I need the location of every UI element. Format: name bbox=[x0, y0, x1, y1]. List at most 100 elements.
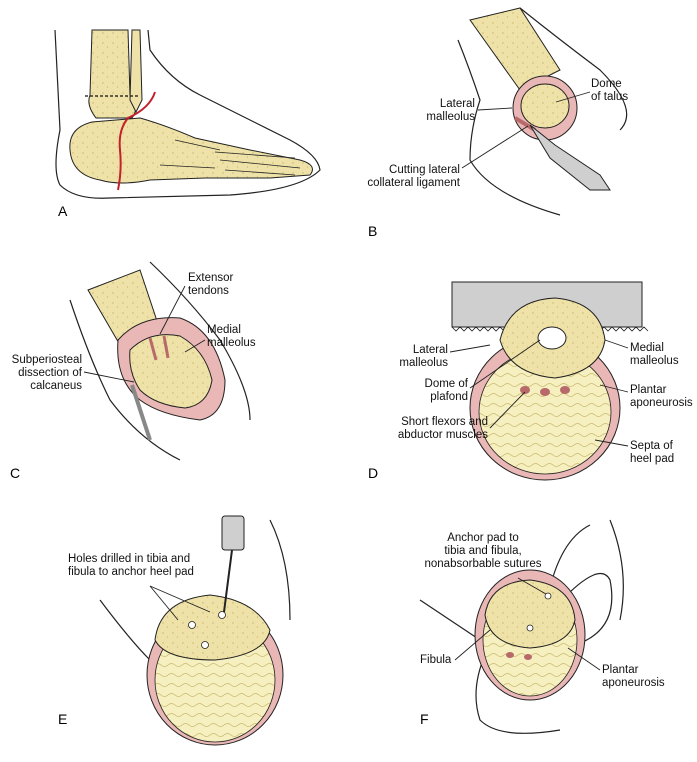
b-dome-line2: of talus bbox=[591, 91, 629, 103]
e-holes-line1: Holes drilled in tibia and bbox=[68, 553, 191, 565]
panel-d-leader-medial bbox=[604, 339, 629, 349]
d-medial-line1: Medial bbox=[630, 342, 664, 354]
panel-a-skin-outline bbox=[54, 29, 321, 199]
panel-c: C bbox=[10, 261, 251, 481]
panel-e: E bbox=[58, 515, 291, 746]
f-fibula-line1: Fibula bbox=[420, 654, 452, 666]
d-plantar-line1: Plantar bbox=[630, 384, 667, 396]
panel-c-leader-subperiosteal bbox=[83, 371, 135, 383]
panel-d-letter: D bbox=[368, 465, 378, 481]
panel-b-scalpel bbox=[529, 124, 611, 191]
d-label-short-flexors: Short flexors and abductor muscles bbox=[376, 416, 488, 442]
panel-f-leader-anchor bbox=[517, 577, 547, 595]
panel-d-leader-plantar bbox=[599, 384, 629, 393]
panel-e-drill-bit bbox=[223, 549, 233, 613]
panel-b-tibia bbox=[469, 7, 561, 91]
b-label-lateral-malleolus: Lateral malleolus bbox=[405, 98, 475, 124]
panel-c-tendons bbox=[148, 335, 170, 361]
d-label-lateral-malleolus: Lateral malleolus bbox=[388, 344, 448, 370]
f-label-anchor: Anchor pad to tibia and fibula, nonabsor… bbox=[418, 532, 548, 571]
panel-f-tibia-cut bbox=[484, 579, 576, 649]
panel-b-talus bbox=[520, 83, 570, 129]
panel-a-letter: A bbox=[58, 203, 68, 219]
f-label-plantar: Plantar aponeurosis bbox=[602, 664, 665, 690]
b-label-cutting-ligament: Cutting lateral collateral ligament bbox=[348, 164, 460, 190]
d-medial-line2: malleolus bbox=[630, 355, 679, 367]
panel-f-hole-2 bbox=[526, 624, 534, 632]
c-medial-line2: malleolus bbox=[207, 337, 256, 349]
panel-f-leader-fibula bbox=[454, 629, 491, 661]
d-septa-line1: Septa of bbox=[630, 440, 673, 452]
b-lateral-line1: Lateral bbox=[439, 98, 475, 110]
panel-b-letter: B bbox=[368, 223, 377, 239]
f-anchor-line1: Anchor pad to bbox=[447, 532, 519, 544]
panel-d-leader-septa bbox=[594, 439, 629, 447]
d-lateral-line1: Lateral bbox=[412, 344, 448, 356]
panel-c-leader-medial bbox=[184, 339, 206, 353]
panel-e-drill-chuck bbox=[221, 515, 245, 551]
panel-d-leader-lateral bbox=[449, 344, 491, 353]
panel-f-hole-1 bbox=[544, 592, 552, 600]
panel-d-muscle-2 bbox=[540, 388, 550, 396]
panel-a-fibula bbox=[129, 29, 143, 114]
panel-e-tibia-cut bbox=[154, 594, 271, 661]
panel-a: A bbox=[54, 29, 321, 219]
d-label-plantar-aponeurosis: Plantar aponeurosis bbox=[630, 384, 693, 410]
panel-a-incision bbox=[117, 91, 156, 191]
panel-a-tibia bbox=[88, 29, 136, 119]
c-sub-line1: Subperiosteal bbox=[11, 354, 82, 366]
panel-c-elevator bbox=[130, 384, 152, 441]
b-cutting-line1: Cutting lateral bbox=[389, 164, 460, 176]
panel-f-letter: F bbox=[420, 711, 429, 727]
e-holes-line2: fibula to anchor heel pad bbox=[68, 566, 194, 578]
d-plantar-line2: aponeurosis bbox=[630, 397, 693, 409]
c-sub-line3: calcaneus bbox=[30, 380, 82, 392]
panel-f-muscle-2 bbox=[524, 654, 532, 660]
panel-d-medullary bbox=[537, 326, 567, 350]
panel-e-hole-2 bbox=[218, 611, 226, 619]
panel-e-letter: E bbox=[58, 711, 67, 727]
d-label-dome-of-plafond: Dome of plafond bbox=[410, 378, 468, 404]
panel-d: D bbox=[368, 281, 649, 481]
panel-e-hole-1 bbox=[188, 621, 196, 629]
panel-f: F bbox=[419, 519, 624, 734]
panel-d-muscle-3 bbox=[560, 386, 570, 394]
panel-d-muscle-1 bbox=[520, 386, 530, 394]
f-plantar-line2: aponeurosis bbox=[602, 677, 665, 689]
c-extensor-line1: Extensor bbox=[188, 272, 234, 284]
panel-d-leader-flexors bbox=[489, 391, 526, 429]
d-flexors-line2: abductor muscles bbox=[397, 429, 488, 441]
b-label-dome-of-talus: Dome of talus bbox=[591, 78, 628, 104]
c-sub-line2: dissection of bbox=[18, 367, 82, 379]
panel-a-foot-bones bbox=[69, 117, 313, 184]
panel-b-leader-lateral bbox=[477, 107, 513, 111]
panel-e-leader-2 bbox=[149, 585, 211, 613]
c-label-extensor-tendons: Extensor tendons bbox=[188, 272, 233, 298]
b-dome-line1: Dome bbox=[591, 78, 622, 90]
f-plantar-line1: Plantar bbox=[602, 664, 639, 676]
panel-c-letter: C bbox=[10, 465, 20, 481]
d-flexors-line1: Short flexors and bbox=[401, 416, 488, 428]
panel-f-outline bbox=[419, 519, 624, 641]
b-lateral-line2: malleolus bbox=[426, 111, 475, 123]
panel-c-leg-outline bbox=[69, 261, 251, 461]
panel-c-leader-extensor bbox=[159, 285, 186, 335]
c-label-subperiosteal: Subperiosteal dissection of calcaneus bbox=[2, 354, 82, 393]
d-dome-line1: Dome of bbox=[424, 378, 468, 390]
e-label-holes: Holes drilled in tibia and fibula to anc… bbox=[68, 553, 194, 579]
panel-e-hole-3 bbox=[201, 641, 209, 649]
panel-e-outline bbox=[99, 519, 291, 661]
panel-b: B bbox=[368, 7, 628, 239]
panel-d-leader-dome bbox=[469, 339, 541, 389]
panel-b-leader-dome bbox=[555, 91, 591, 103]
panel-a-toe-lines bbox=[159, 139, 301, 176]
panel-c-talus-calcaneus bbox=[129, 334, 213, 409]
panel-f-leader-plantar bbox=[567, 647, 601, 671]
d-septa-line2: heel pad bbox=[630, 453, 675, 465]
b-cutting-line2: collateral ligament bbox=[367, 177, 460, 189]
f-label-fibula: Fibula bbox=[420, 654, 451, 667]
d-label-septa: Septa of heel pad bbox=[630, 440, 674, 466]
f-anchor-line2: tibia and fibula, bbox=[444, 545, 522, 557]
f-anchor-line3: nonabsorbable sutures bbox=[424, 558, 542, 570]
